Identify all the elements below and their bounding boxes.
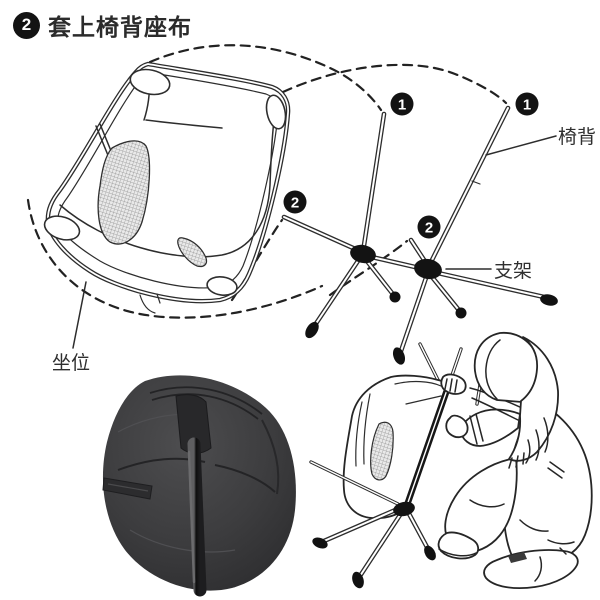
marker-side-pole-right: 2 — [417, 215, 441, 239]
shoe-sole-line — [438, 548, 477, 557]
pole-sleeve — [175, 394, 212, 454]
svg-text:2: 2 — [425, 220, 433, 237]
hair-tips — [508, 452, 525, 469]
left-hub — [350, 244, 376, 264]
label-bracket: 支架 — [494, 260, 532, 282]
foot-cap — [424, 545, 436, 561]
stub-ball — [455, 307, 467, 319]
fabric-drape-lines — [355, 393, 371, 467]
corner-pocket-top-right — [265, 94, 287, 130]
seat-outline-inner — [47, 63, 289, 302]
guide-seat-sweep — [26, 198, 324, 319]
person-lower-hand — [445, 414, 469, 439]
svg-text:1: 1 — [523, 97, 531, 114]
pocket-top-seam — [149, 386, 263, 420]
seat-back-seam — [145, 119, 223, 129]
pole-joint-mark — [471, 180, 481, 185]
chair-side-pole — [310, 461, 399, 505]
foot-cap — [352, 571, 364, 589]
chair-hub — [393, 501, 415, 517]
jacket-hem-lines — [547, 539, 575, 555]
marker-back-pole-right: 1 — [515, 92, 539, 116]
pole-highlight — [187, 450, 196, 584]
seat-fabric-drawing — [43, 61, 291, 314]
step-header: 2 套上椅背座布 — [13, 8, 192, 42]
sleeved-back-pole — [405, 386, 449, 509]
corner-pocket-top-left — [129, 68, 171, 96]
chair-fabric — [342, 374, 448, 519]
step-number-badge: 2 — [13, 11, 40, 39]
guide-to-left-back-pole — [148, 44, 383, 112]
person-drawing — [437, 332, 593, 590]
foot-cap — [305, 321, 319, 339]
foot-cap — [392, 347, 406, 365]
hood-rim-line — [485, 339, 501, 400]
corner-pocket-bottom — [206, 276, 238, 296]
finger-lines — [444, 378, 458, 393]
step-title: 套上椅背座布 — [48, 14, 192, 40]
corner-pocket-left — [43, 215, 81, 241]
jacket-pocket-lines — [547, 461, 565, 479]
chair-back-leader — [485, 135, 557, 156]
stub-ball — [389, 291, 401, 303]
step-markers: 1 1 2 2 — [283, 92, 539, 239]
pole — [187, 437, 207, 597]
right-hub — [414, 258, 442, 280]
webbing-strap — [102, 477, 153, 500]
person-upper-hand — [440, 373, 467, 395]
chair-leg — [406, 509, 429, 550]
person-hair — [508, 336, 559, 462]
right-front-leg — [400, 271, 429, 352]
right-back-pole — [429, 107, 509, 265]
pocket-right-seam — [261, 419, 280, 495]
svg-text:2: 2 — [291, 195, 299, 212]
shoe-tread-mark — [508, 552, 527, 563]
left-side-pole — [283, 216, 363, 253]
seat-scoop-curve — [59, 104, 277, 258]
guide-to-right-back-pole — [281, 63, 508, 105]
foot-cap — [312, 537, 328, 549]
chair-leg — [323, 507, 401, 542]
seat-mesh-panel — [97, 140, 151, 245]
seat-leader — [72, 281, 87, 349]
pants-crease-lines — [469, 499, 549, 532]
person-forearm-sleeve — [459, 408, 521, 447]
callouts: 椅背 支架 坐位 — [52, 126, 596, 374]
label-chair-back: 椅背 — [558, 126, 596, 148]
left-front-leg — [314, 254, 363, 326]
fabric-mesh-panel — [370, 421, 394, 481]
fabric-rim-seam — [394, 380, 442, 405]
person-front-shoe — [437, 531, 480, 560]
marker-side-pole-left: 2 — [283, 190, 307, 214]
svg-text:1: 1 — [398, 97, 406, 114]
cuff-lines — [469, 413, 484, 445]
hair-strands — [525, 417, 549, 464]
foot-cap — [540, 294, 558, 306]
seat-rim-seam — [57, 72, 279, 289]
person-trailing-shoe — [483, 549, 579, 590]
pocket-detail-photo — [102, 375, 296, 597]
strap-stitch — [107, 483, 149, 492]
assembling-chair-drawing — [309, 342, 485, 589]
marker-back-pole-left: 1 — [390, 92, 414, 116]
label-seat: 坐位 — [52, 352, 90, 374]
left-back-pole — [362, 113, 385, 253]
seat-hem-fold — [139, 293, 161, 314]
ankle-line — [534, 556, 543, 582]
chair-leg — [359, 511, 403, 577]
right-rear-leg — [428, 270, 545, 298]
frame-drawing — [281, 105, 558, 365]
seat-mesh-sliver — [177, 237, 208, 268]
